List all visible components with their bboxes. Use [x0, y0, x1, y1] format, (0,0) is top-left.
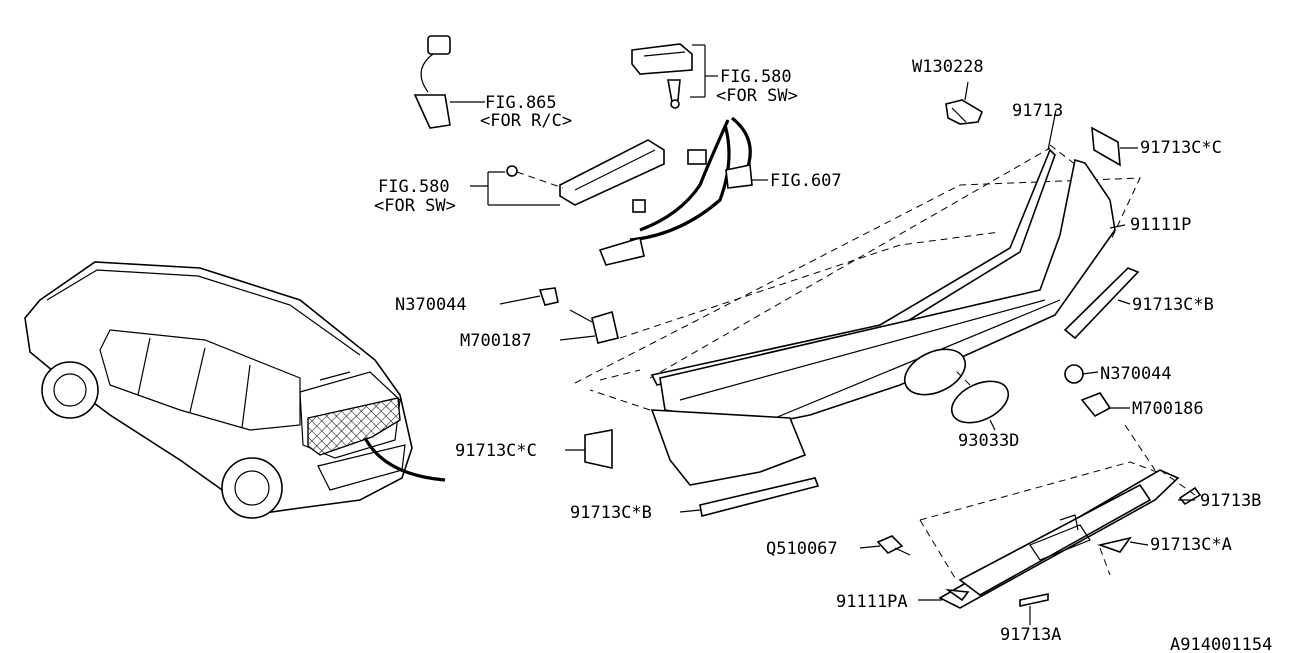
label-fig580-top-note: <FOR SW>	[716, 86, 798, 106]
label-91713c-c-right: 91713C*C	[1140, 138, 1222, 158]
label-fig607: FIG.607	[770, 171, 842, 191]
vehicle-illustration	[24, 261, 446, 519]
leader-lines	[499, 81, 1195, 625]
switch-bracket-top	[631, 43, 718, 109]
label-91713c-b-right: 91713C*B	[1132, 295, 1214, 315]
label-m700187: M700187	[460, 331, 532, 351]
label-fig580-top: FIG.580	[720, 67, 792, 87]
label-91713c-c-left: 91713C*C	[455, 441, 537, 461]
rc-socket-assembly	[413, 35, 485, 129]
label-w130228: W130228	[912, 57, 984, 77]
diagram-id: A914001154	[1170, 635, 1272, 653]
label-n370044-left: N370044	[395, 295, 467, 315]
label-n370044-right: N370044	[1100, 364, 1172, 384]
label-91713a: 91713A	[1000, 625, 1061, 645]
label-91713b: 91713B	[1200, 491, 1261, 511]
label-fig865-note: <FOR R/C>	[480, 111, 572, 131]
harness-fig607	[598, 116, 768, 266]
label-93033d: 93033D	[958, 431, 1019, 451]
label-91713c-a: 91713C*A	[1150, 535, 1232, 555]
label-fig580-left-note: <FOR SW>	[374, 196, 456, 216]
label-m700186: M700186	[1132, 399, 1204, 419]
tailgate-garnish-assembly	[538, 99, 1141, 517]
label-fig580-left: FIG.580	[378, 177, 450, 197]
label-91111pa: 91111PA	[836, 592, 908, 612]
label-fig865: FIG.865	[485, 93, 557, 113]
label-91713c-b-left: 91713C*B	[570, 503, 652, 523]
label-91111p: 91111P	[1130, 215, 1191, 235]
switch-bracket-left	[470, 139, 665, 206]
lower-garnish-assembly	[876, 424, 1202, 609]
label-91713: 91713	[1012, 101, 1063, 121]
label-q510067: Q510067	[766, 539, 838, 559]
